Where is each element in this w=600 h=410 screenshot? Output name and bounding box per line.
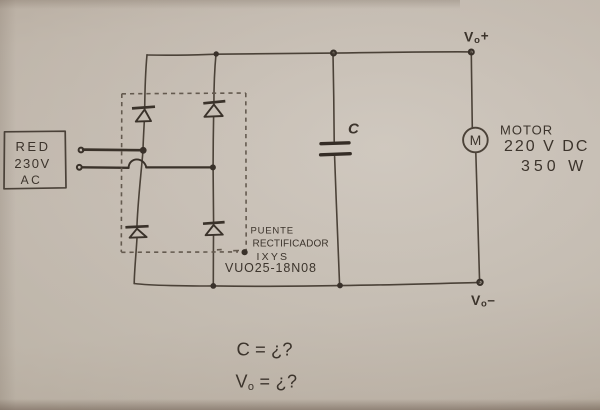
svg-text:M: M xyxy=(470,132,482,148)
svg-text:VUO25-18N08: VUO25-18N08 xyxy=(225,261,317,275)
svg-text:RED: RED xyxy=(16,139,51,154)
svg-text:Vo–: Vo– xyxy=(471,292,495,310)
svg-text:Vo = ¿?: Vo = ¿? xyxy=(236,372,298,394)
svg-text:C = ¿?: C = ¿? xyxy=(237,339,293,360)
svg-text:Vo+: Vo+ xyxy=(464,29,489,47)
svg-text:MOTOR: MOTOR xyxy=(500,123,553,138)
svg-text:PUENTE: PUENTE xyxy=(251,226,294,237)
svg-text:350 W: 350 W xyxy=(521,158,587,175)
svg-text:AC: AC xyxy=(21,173,43,187)
svg-text:C: C xyxy=(348,121,360,138)
svg-text:IXYS: IXYS xyxy=(257,251,290,263)
svg-text:230V: 230V xyxy=(14,156,50,171)
svg-text:220 V DC: 220 V DC xyxy=(504,138,589,155)
svg-text:RECTIFICADOR: RECTIFICADOR xyxy=(253,239,329,250)
